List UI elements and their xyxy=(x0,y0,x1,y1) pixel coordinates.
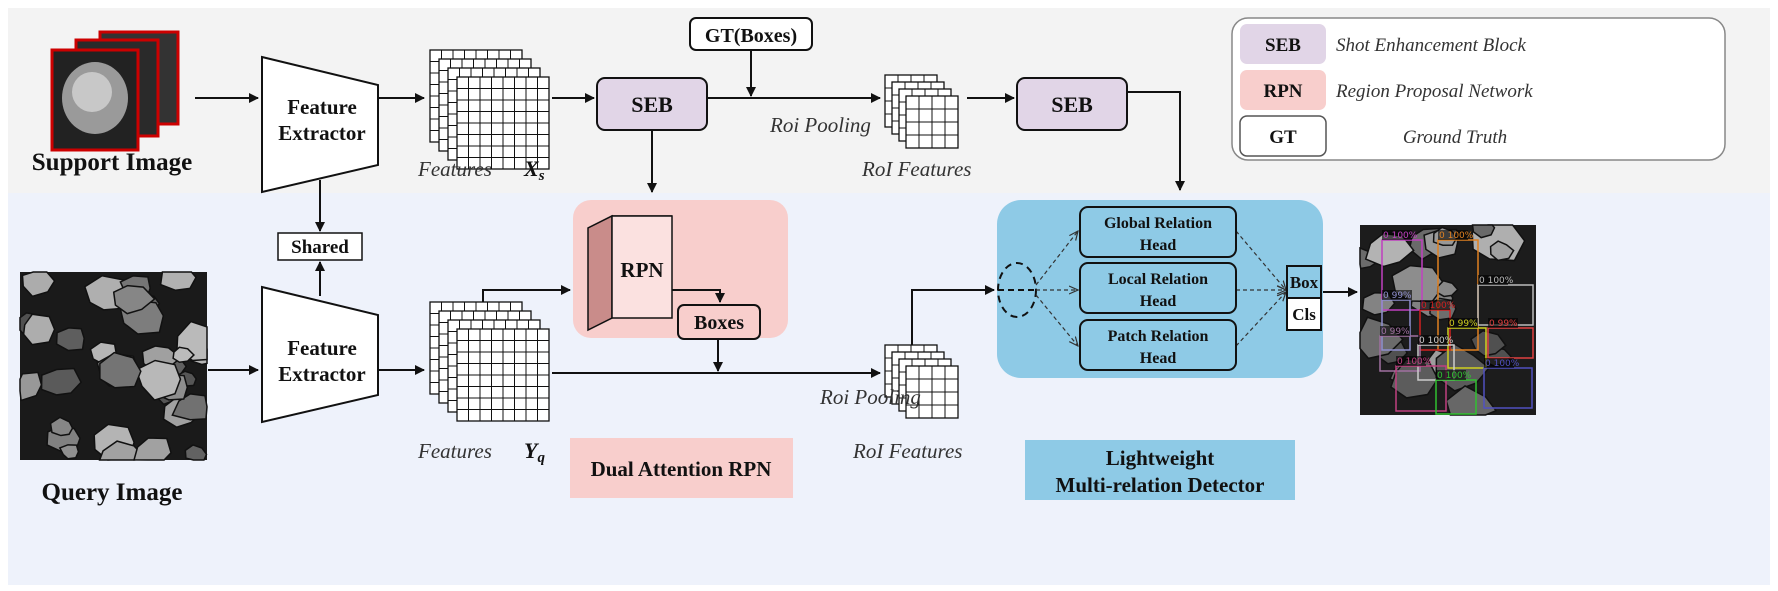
support-feature-map xyxy=(429,49,550,170)
svg-text:Patch Relation: Patch Relation xyxy=(1108,328,1209,345)
svg-text:Region Proposal Network: Region Proposal Network xyxy=(1335,81,1533,102)
detection-box: 0 100% xyxy=(1435,370,1477,415)
support-roi-feature-map xyxy=(884,74,959,149)
svg-text:Extractor: Extractor xyxy=(278,121,365,145)
query-image xyxy=(19,271,208,461)
features-bottom-symbol: Yq xyxy=(524,438,545,466)
seb-2-label: SEB xyxy=(1051,92,1093,117)
detection-box: 0 99% xyxy=(1379,326,1421,372)
seb-1-label: SEB xyxy=(631,92,673,117)
svg-text:0 100%: 0 100% xyxy=(1485,359,1520,369)
legend-item-rpn: RPN Region Proposal Network xyxy=(1240,70,1533,110)
svg-text:Ground Truth: Ground Truth xyxy=(1403,127,1507,148)
detection-box: 0 99% xyxy=(1447,318,1487,369)
roi-pooling-bottom-label: Roi Pooling xyxy=(819,385,921,409)
detector-connections xyxy=(1035,231,1286,346)
detection-box: 0 100% xyxy=(1395,356,1447,412)
legend-item-seb: SEB Shot Enhancement Block xyxy=(1240,24,1527,64)
query-feature-map xyxy=(429,301,550,422)
svg-text:Global Relation: Global Relation xyxy=(1104,215,1212,232)
roi-pooling-top-label: Roi Pooling xyxy=(769,113,871,137)
detection-box: 0 100% xyxy=(1381,230,1423,311)
legend xyxy=(1231,17,1726,161)
svg-text:0 99%: 0 99% xyxy=(1489,319,1518,329)
query-image-label: Query Image xyxy=(42,479,183,506)
svg-text:Head: Head xyxy=(1140,237,1177,254)
feature-extractor-bottom: Feature Extractor xyxy=(261,285,379,424)
detection-box: 0 100% xyxy=(1483,358,1533,409)
support-image xyxy=(50,30,180,152)
detection-result-image: 0 100% 0 100% 0 100% 0 99% 0 100% 0 99% 0 99% 0… xyxy=(1359,224,1536,416)
box-output xyxy=(1286,265,1322,299)
detection-box: 0 99% xyxy=(1381,290,1412,351)
svg-text:0 99%: 0 99% xyxy=(1383,291,1412,301)
svg-text:SEB: SEB xyxy=(1265,35,1301,56)
roi-features-bottom-label: RoI Features xyxy=(852,439,962,463)
svg-text:0 100%: 0 100% xyxy=(1479,276,1514,286)
rpn-title: Dual Attention RPN xyxy=(591,457,772,481)
svg-text:0 99%: 0 99% xyxy=(1381,327,1410,337)
seb-block-1 xyxy=(596,77,708,131)
svg-text:Head: Head xyxy=(1140,293,1177,310)
support-image-label: Support Image xyxy=(32,149,192,176)
features-bottom-label: Features xyxy=(417,439,492,463)
roi-features-top-label: RoI Features xyxy=(861,157,971,181)
gt-boxes xyxy=(689,17,813,51)
svg-text:0 100%: 0 100% xyxy=(1397,357,1432,367)
svg-text:Head: Head xyxy=(1140,350,1177,367)
detector-title-box xyxy=(1025,440,1295,500)
features-top-symbol: Xs xyxy=(523,156,545,184)
shared-label: Shared xyxy=(291,237,349,258)
svg-text:Local Relation: Local Relation xyxy=(1108,271,1208,288)
svg-text:Shot Enhancement Block: Shot Enhancement Block xyxy=(1336,35,1527,56)
svg-text:Extractor: Extractor xyxy=(278,362,365,386)
svg-text:0 100%: 0 100% xyxy=(1421,301,1456,311)
rpn-boxes-label: Boxes xyxy=(694,312,744,334)
svg-text:0 100%: 0 100% xyxy=(1383,231,1418,241)
rpn-cube: RPN xyxy=(587,214,673,332)
svg-text:0 100%: 0 100% xyxy=(1439,231,1474,241)
svg-text:RPN: RPN xyxy=(1263,81,1302,102)
svg-text:GT: GT xyxy=(1269,127,1297,148)
query-roi-feature-map xyxy=(884,344,959,419)
box-output-label: Box xyxy=(1290,273,1319,292)
cls-output xyxy=(1286,297,1322,331)
seb-block-2 xyxy=(1016,77,1128,131)
feature-extractor-top: Feature Extractor xyxy=(261,55,379,194)
svg-text:Feature: Feature xyxy=(287,336,357,360)
detection-box: 0 100% xyxy=(1419,300,1456,351)
svg-text:RPN: RPN xyxy=(620,258,663,282)
arrows xyxy=(195,50,1358,378)
detector-title-line2: Multi-relation Detector xyxy=(1056,473,1265,497)
shared-box xyxy=(277,232,363,261)
legend-item-gt: GT Ground Truth xyxy=(1239,115,1507,157)
svg-text:0 99%: 0 99% xyxy=(1449,319,1478,329)
gt-boxes-label: GT(Boxes) xyxy=(705,25,797,47)
svg-text:Feature: Feature xyxy=(287,95,357,119)
svg-text:0 100%: 0 100% xyxy=(1437,371,1472,381)
detector-title-line1: Lightweight xyxy=(1106,446,1215,470)
features-top-label: Features xyxy=(417,157,492,181)
cls-output-label: Cls xyxy=(1292,305,1316,324)
svg-text:0 100%: 0 100% xyxy=(1419,336,1454,346)
rpn-title-box xyxy=(570,438,793,498)
